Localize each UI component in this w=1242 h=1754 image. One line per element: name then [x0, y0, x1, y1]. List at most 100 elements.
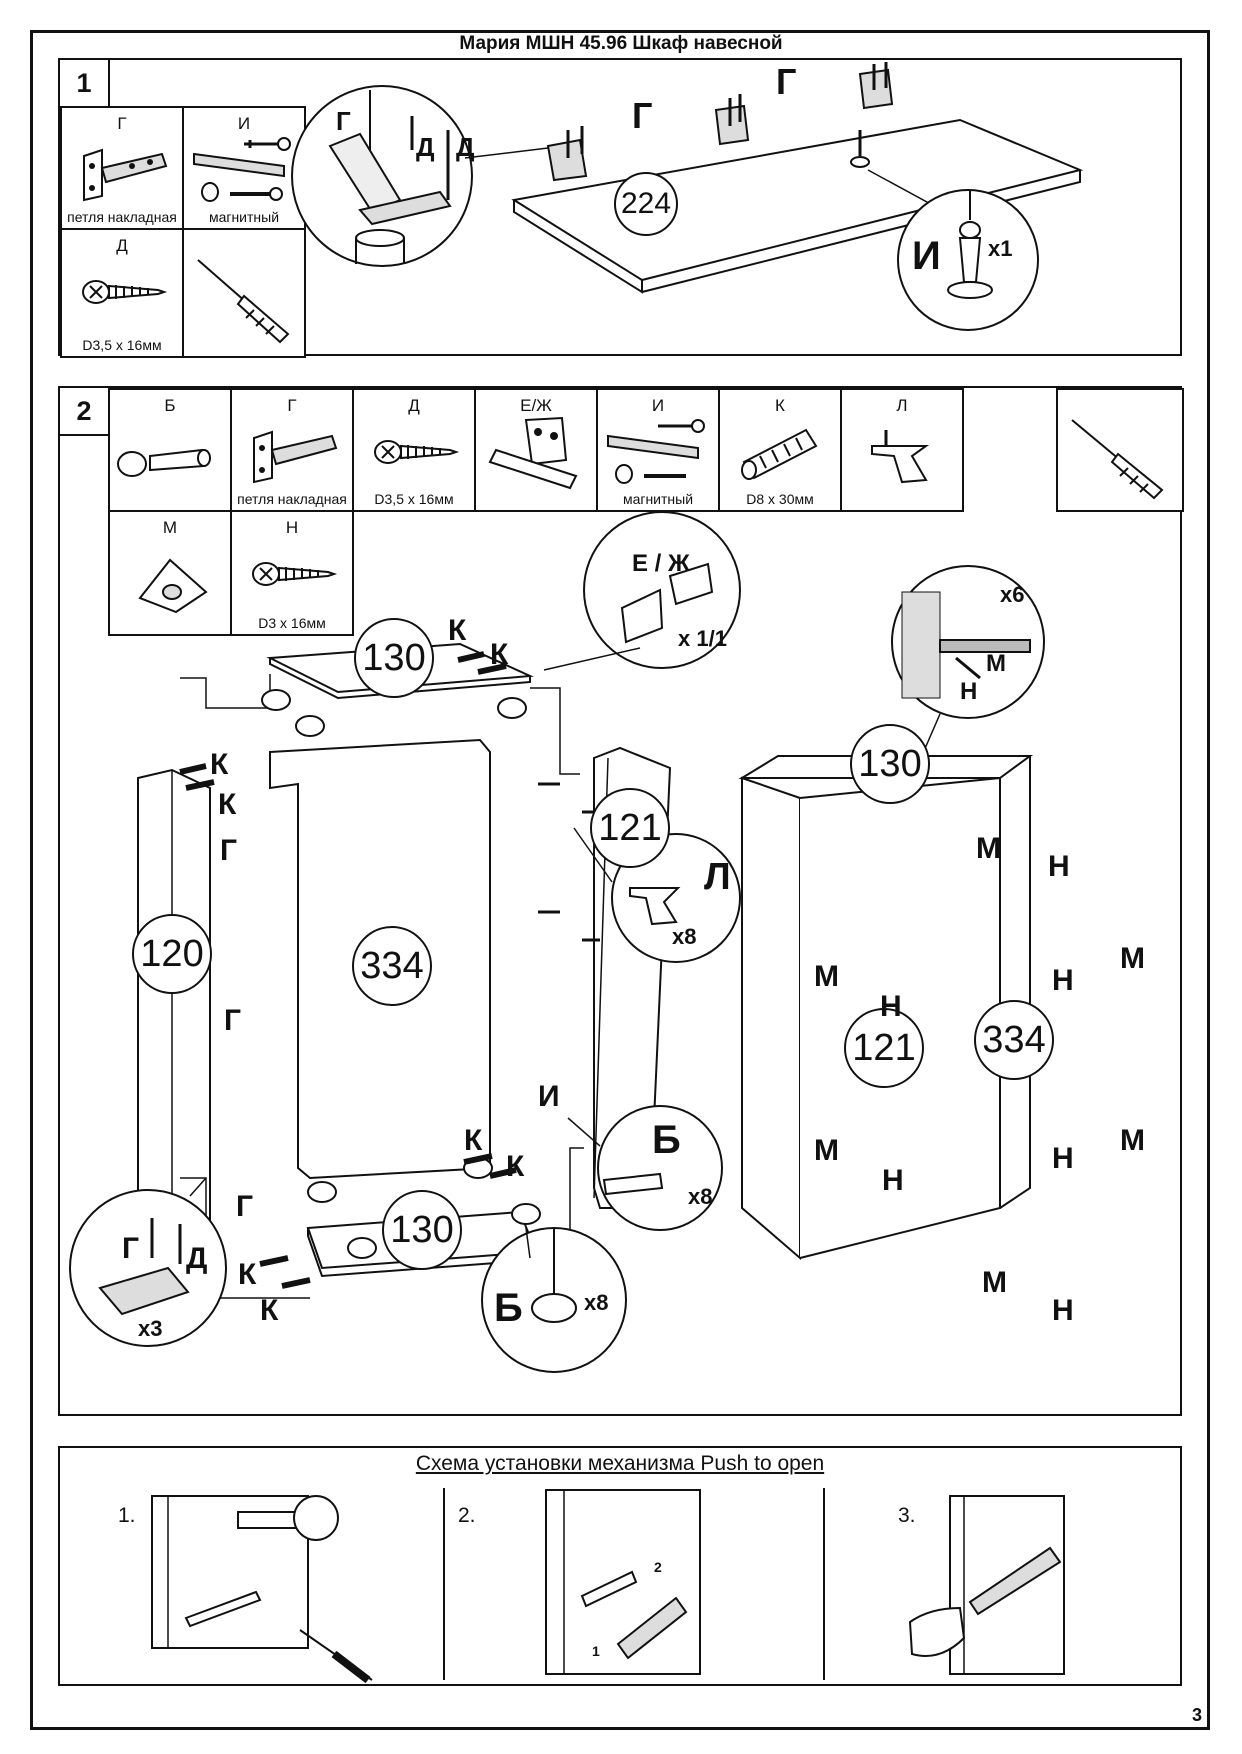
part-letter: Б: [164, 396, 176, 415]
label-g: Г: [236, 1190, 254, 1223]
label-m: М: [814, 960, 839, 993]
step2-part-i: И магнитный: [596, 388, 720, 512]
callout-g-detail: Г: [122, 1232, 140, 1265]
part-letter: Г: [117, 114, 127, 133]
label-m: М: [1120, 1124, 1145, 1157]
qty-mn: x6: [1000, 582, 1025, 607]
part-letter: Д: [116, 236, 128, 255]
part-caption: петля накладная: [67, 209, 177, 225]
step2-part-m: М: [108, 510, 232, 636]
callout-i: И: [538, 1080, 560, 1113]
step1-tool: [182, 228, 306, 358]
part-caption: магнитный: [622, 491, 694, 507]
label-g: Г: [224, 1004, 242, 1037]
cam-bolt-icon: [117, 448, 211, 477]
push-step-1: 1.: [118, 1504, 136, 1527]
callout-d: Д: [456, 132, 475, 162]
callout-g: Г: [776, 61, 797, 102]
step2-part-k: К D8 х 30мм: [718, 388, 842, 512]
page-number: 3: [1191, 1705, 1202, 1725]
part-letter: Д: [408, 396, 420, 415]
push-arrow-1: 1: [592, 1643, 600, 1659]
part-letter: И: [651, 396, 665, 415]
hinge-icon: [253, 430, 338, 484]
assembled-back-number: 334: [974, 1000, 1054, 1080]
part-caption: D3 х 16мм: [258, 615, 326, 631]
screwdriver-icon: [197, 259, 290, 344]
label-n: Н: [1048, 850, 1070, 883]
callout-mn-m: М: [986, 650, 1006, 677]
label-k: К: [238, 1258, 257, 1291]
callout-l: Л: [704, 856, 731, 898]
step1-part-i: И магнитный: [182, 106, 306, 230]
panel-number-bottom: 130: [382, 1190, 462, 1270]
callout-b: Б: [652, 1118, 681, 1162]
panel-number-top: 130: [354, 618, 434, 698]
label-k: К: [490, 638, 509, 671]
label-n: Н: [1052, 1142, 1074, 1175]
exploded-assembly-drawing: [69, 511, 1045, 1373]
push-arrow-2: 2: [654, 1559, 662, 1575]
label-g: Г: [220, 834, 238, 867]
qty-b: x8: [688, 1184, 713, 1209]
qty-i: x1: [988, 236, 1013, 261]
part-letter: Е/Ж: [520, 396, 552, 415]
qty-b-cam: x8: [584, 1290, 609, 1315]
label-k: К: [464, 1124, 483, 1157]
magnetic-latch-icon: [607, 419, 705, 484]
step2-part-l: Л: [840, 388, 964, 512]
label-n: Н: [882, 1164, 904, 1197]
label-k: К: [506, 1150, 525, 1183]
label-n: Н: [880, 990, 902, 1023]
screw-icon: [374, 440, 460, 464]
part-letter: Л: [896, 396, 908, 415]
callout-d: Д: [416, 132, 435, 162]
step2-tool: [1056, 388, 1184, 512]
part-letter: К: [775, 396, 785, 415]
step2-part-n: Н D3 х 16мм: [230, 510, 354, 636]
label-k: К: [218, 788, 237, 821]
push-step-3: 3.: [898, 1504, 916, 1527]
callout-i: И: [912, 234, 941, 278]
magnetic-latch-icon: [193, 137, 291, 202]
label-k: К: [260, 1294, 279, 1327]
part-letter: Н: [285, 518, 299, 537]
callout-ezh-title: Е / Ж: [632, 550, 690, 577]
shelf-support-icon: [871, 430, 930, 484]
push-to-open-panel: Схема установки механизма Push to open 1…: [58, 1446, 1182, 1686]
page-frame: [30, 30, 1210, 1730]
qty-ezh: x 1/1: [678, 626, 727, 651]
label-k: К: [448, 614, 467, 647]
label-m: М: [1120, 942, 1145, 975]
part-letter: И: [237, 114, 251, 133]
hinge-icon: [83, 148, 168, 202]
callout-b-cam: Б: [494, 1286, 523, 1330]
step2-panel: 2 Б Г петля накладная Д D3,5 х 16мм Е/Ж: [58, 386, 1184, 1416]
panel-number-right: 121: [590, 788, 670, 868]
panel-number-left: 120: [132, 914, 212, 994]
corner-bracket-icon: [138, 558, 208, 614]
step2-part-b: Б: [108, 388, 232, 512]
screw-icon: [252, 562, 338, 586]
label-m: М: [976, 832, 1001, 865]
document-title: Мария МШН 45.96 Шкаф навесной: [459, 33, 783, 54]
callout-g: Г: [336, 106, 351, 136]
qty-g-detail: x3: [138, 1316, 163, 1341]
part-caption: D3,5 х 16мм: [374, 491, 454, 507]
screw-icon: [82, 280, 168, 304]
part-caption: петля накладная: [237, 491, 347, 507]
step1-part-g: Г петля накладная: [60, 106, 184, 230]
panel-number-224: 224: [614, 172, 678, 236]
screwdriver-icon: [1071, 419, 1164, 500]
hinge-detail-drawing: [291, 62, 1084, 331]
assembled-top-number: 130: [850, 724, 930, 804]
hanger-bracket-icon: [488, 416, 578, 490]
qty-l: x8: [672, 924, 697, 949]
panel-number-back: 334: [352, 926, 432, 1006]
label-n: Н: [1052, 1294, 1074, 1327]
callout-mn-n: Н: [960, 678, 978, 705]
callout-g: Г: [632, 95, 653, 136]
label-m: М: [814, 1134, 839, 1167]
part-letter: Г: [287, 396, 297, 415]
step1-panel: 1 Г петля накладная И магнитный Д: [58, 58, 1182, 358]
